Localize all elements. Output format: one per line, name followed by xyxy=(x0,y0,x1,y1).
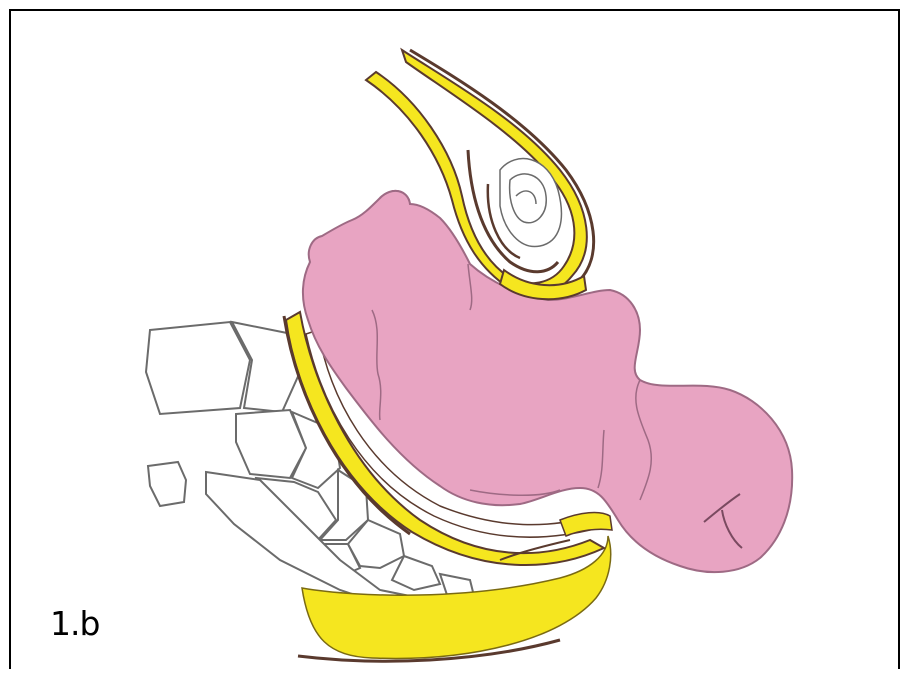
anal-sphincter xyxy=(560,513,612,536)
panel-label: 1.b xyxy=(50,604,99,643)
pink-organ-mass xyxy=(303,191,792,572)
vertebra-1 xyxy=(146,322,250,414)
vertebra-9 xyxy=(392,556,440,590)
bone-left-small xyxy=(148,462,186,506)
